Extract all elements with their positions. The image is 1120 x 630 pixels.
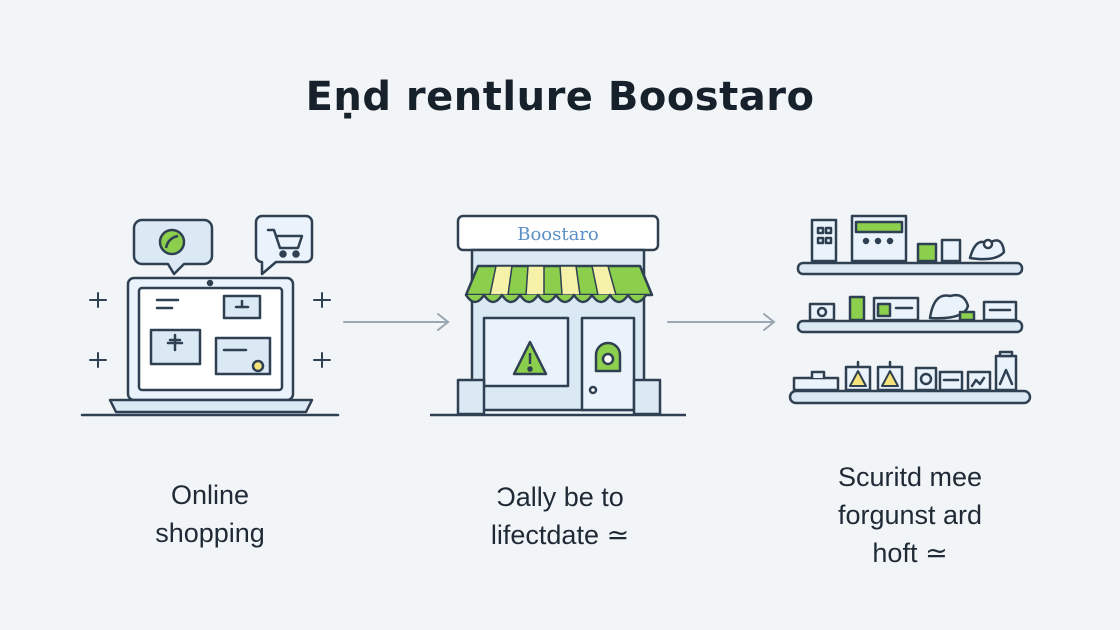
chat-bubble-leaf-icon xyxy=(132,218,214,276)
step-3-caption-line: forgunst ard xyxy=(837,500,983,530)
step-3-caption-line: hoft ≃ xyxy=(872,538,948,568)
warning-icon xyxy=(512,340,548,376)
flow-arrow xyxy=(667,313,776,331)
store-sign-label: Boostaro xyxy=(517,224,599,245)
step-1-caption: Online shopping xyxy=(110,476,310,552)
storefront-icon: Boostaro xyxy=(430,214,686,417)
step-2-caption: Ɔally be to lifectdate ≃ xyxy=(440,478,680,554)
lock-icon xyxy=(594,341,622,373)
shelves-icon xyxy=(788,214,1032,405)
step-3-caption-line: Scuritd mee xyxy=(837,462,983,492)
step-2-caption-line: Ɔally be to xyxy=(496,482,624,512)
shopping-cart-icon xyxy=(254,214,314,276)
step-1-caption-line: shopping xyxy=(155,518,265,548)
step-2-caption-line: lifectdate ≃ xyxy=(490,520,630,550)
laptop-icon xyxy=(80,276,340,417)
step-3-caption: Scuritd mee forgunst ard hoft ≃ xyxy=(790,458,1030,572)
flow-arrow xyxy=(343,313,450,331)
diagram-title: Eṇd rentlure Boostaro xyxy=(305,74,815,120)
step-1-caption-line: Online xyxy=(170,480,250,510)
